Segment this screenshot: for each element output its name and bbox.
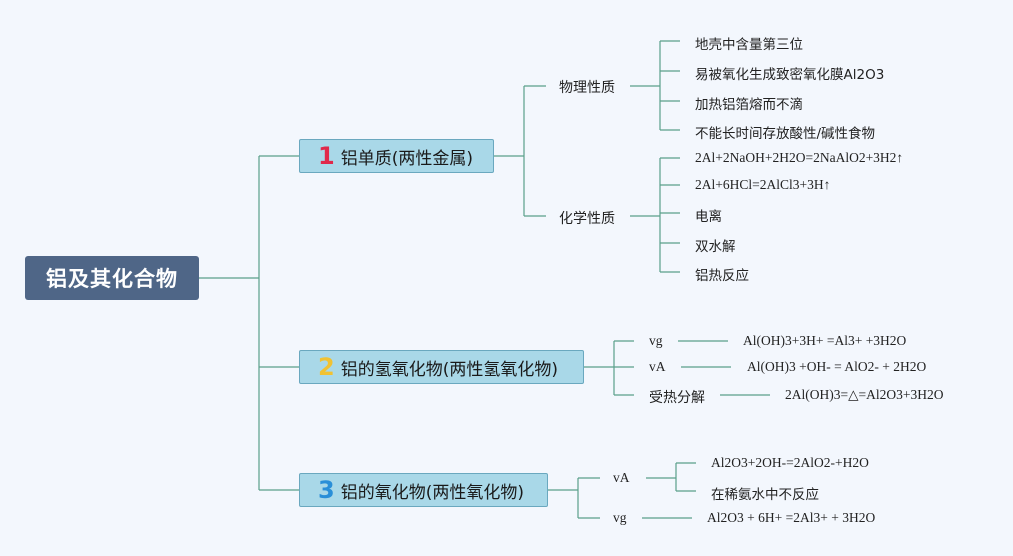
row-value[interactable]: Al(OH)3+3H+ =Al3+ +3H2O <box>743 333 907 348</box>
leaf-item[interactable]: 2Al+2NaOH+2H2O=2NaAlO2+3H2↑ <box>695 150 904 165</box>
branch-node-2[interactable]: 2 铝的氢氧化物(两性氢氧化物) <box>299 350 584 384</box>
leaf-item[interactable]: 2Al+6HCl=2AlCl3+3H↑ <box>695 177 831 192</box>
row-value[interactable]: 2Al(OH)3=△=Al2O3+3H2O <box>785 387 944 402</box>
leaf-item[interactable]: 地壳中含量第三位 <box>695 37 803 53</box>
branch-number-2: 2 <box>318 353 335 381</box>
row-value[interactable]: Al2O3 + 6H+ =2Al3+ + 3H2O <box>707 510 876 525</box>
branch-label-2: 铝的氢氧化物(两性氢氧化物) <box>340 359 558 380</box>
branch-node-1[interactable]: 1 铝单质(两性金属) <box>299 139 494 173</box>
row-label[interactable]: vg <box>649 333 663 348</box>
branch-number-1: 1 <box>318 142 335 170</box>
leaf-item[interactable]: 加热铝箔熔而不滴 <box>695 97 803 113</box>
group-chemical[interactable]: 化学性质 <box>559 211 615 227</box>
leaf-item[interactable]: Al2O3+2OH-=2AlO2-+H2O <box>711 455 869 470</box>
leaf-item[interactable]: 易被氧化生成致密氧化膜Al2O3 <box>695 67 885 83</box>
row-label[interactable]: vg <box>613 510 627 525</box>
group-physical[interactable]: 物理性质 <box>559 80 615 96</box>
root-node[interactable]: 铝及其化合物 <box>25 256 199 300</box>
row-label[interactable]: vA <box>613 470 630 485</box>
leaf-item[interactable]: 在稀氨水中不反应 <box>711 487 819 503</box>
branch-number-3: 3 <box>318 476 335 504</box>
leaf-item[interactable]: 不能长时间存放酸性/碱性食物 <box>695 126 876 142</box>
leaf-item[interactable]: 双水解 <box>695 239 736 255</box>
row-label[interactable]: 受热分解 <box>649 390 705 406</box>
branch-node-3[interactable]: 3 铝的氧化物(两性氧化物) <box>299 473 548 507</box>
root-label: 铝及其化合物 <box>46 267 178 291</box>
branch-label-1: 铝单质(两性金属) <box>340 148 473 169</box>
leaf-item[interactable]: 铝热反应 <box>695 268 749 284</box>
leaf-item[interactable]: 电离 <box>695 209 722 225</box>
row-label[interactable]: vA <box>649 359 666 374</box>
row-value[interactable]: Al(OH)3 +OH- = AlO2- + 2H2O <box>747 359 927 374</box>
branch-label-3: 铝的氧化物(两性氧化物) <box>340 482 524 503</box>
